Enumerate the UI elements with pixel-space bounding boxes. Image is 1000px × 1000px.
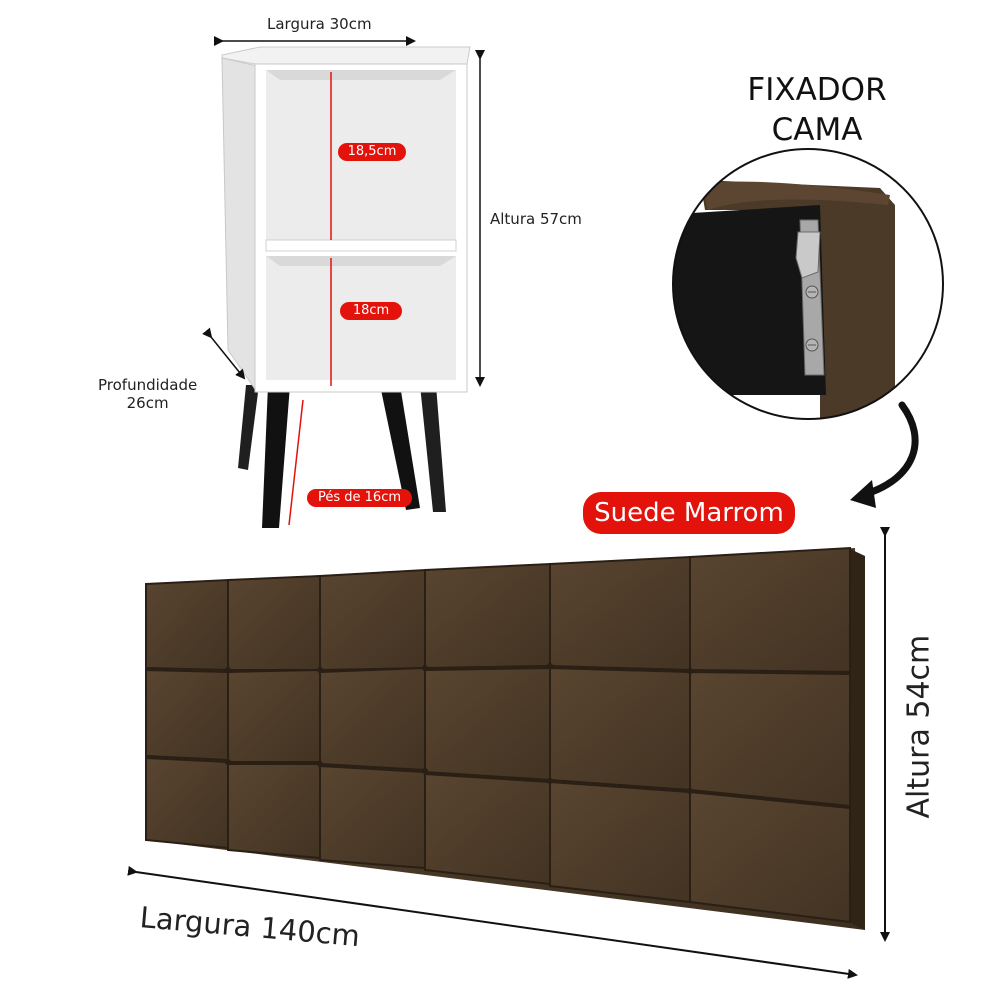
legs-badge: Pés de 16cm (307, 489, 412, 507)
nightstand-depth-label: Profundidade 26cm (98, 376, 197, 412)
nightstand-shelf (265, 239, 457, 252)
nightstand (221, 46, 471, 528)
nightstand-leg-back-right (420, 385, 446, 512)
lower-niche-badge: 18cm (340, 302, 402, 320)
nightstand-height-label: Altura 57cm (490, 210, 582, 228)
nightstand-side (221, 57, 258, 394)
depth-label-line2: 26cm (126, 394, 169, 412)
color-badge: Suede Marrom (583, 492, 795, 534)
nightstand-width-label: Largura 30cm (267, 15, 372, 33)
headboard (145, 546, 865, 930)
tufting-buttons (225, 663, 693, 794)
nightstand-leg-front-right (380, 385, 420, 510)
upper-niche-badge: 18,5cm (338, 143, 406, 161)
fixer-title: FIXADOR CAMA (728, 70, 906, 150)
depth-arrow (202, 327, 246, 380)
curved-arrow (862, 401, 919, 498)
depth-label-line1: Profundidade (98, 376, 198, 394)
headboard-height-label: Altura 54cm (901, 634, 937, 819)
fixer-title-line1: FIXADOR (747, 72, 887, 108)
fixer-title-line2: CAMA (771, 112, 863, 148)
nightstand-top (221, 46, 471, 65)
nightstand-leg-back-left (238, 385, 259, 470)
nightstand-leg-front-left (262, 385, 290, 528)
fixer-detail (672, 148, 944, 420)
curved-arrow-head (850, 480, 876, 508)
headboard-width-arrow (127, 865, 858, 979)
